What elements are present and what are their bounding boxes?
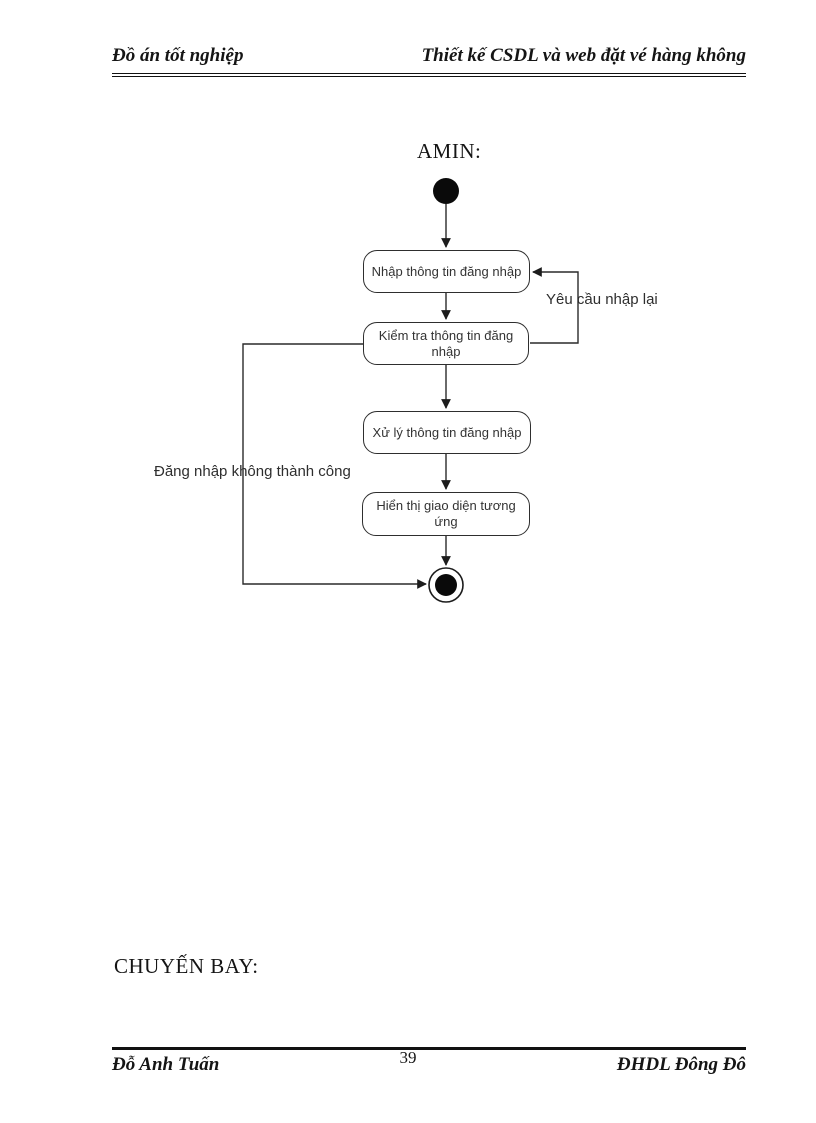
page-footer: Đỗ Anh Tuấn ĐHDL Đông Đô [112,1047,746,1077]
action-node-input: Nhập thông tin đăng nhập [363,250,530,293]
action-node-check: Kiểm tra thông tin đăng nhập [363,322,529,365]
final-node-inner [435,574,457,596]
initial-node [433,178,459,204]
edge-label-fail: Đăng nhập không thành công [154,463,351,480]
action-node-display: Hiển thị giao diện tương ứng [362,492,530,536]
footer-page-number: 39 [399,1048,417,1067]
action-node-process: Xử lý thông tin đăng nhập [363,411,531,454]
section-title-flight: CHUYẾN BAY: [114,954,259,978]
header-left-title: Đồ án tốt nghiệp [112,45,244,66]
footer-author: Đỗ Anh Tuấn [112,1054,220,1075]
header-right-title: Thiết kế CSDL và web đặt vé hàng không [421,45,746,66]
page-header: Đồ án tốt nghiệp Thiết kế CSDL và web đặ… [112,44,746,77]
action-node-input-label: Nhập thông tin đăng nhập [371,263,522,279]
action-node-display-label: Hiển thị giao diện tương ứng [376,498,516,529]
action-node-check-label: Kiểm tra thông tin đăng nhập [378,327,514,359]
section-title-admin: AMIN: [417,139,482,163]
edge-fail-loop [242,343,427,589]
edge-label-retry: Yêu cầu nhập lại [546,291,658,308]
action-node-process-label: Xử lý thông tin đăng nhập [372,424,522,440]
footer-institution: ĐHDL Đông Đô [616,1054,746,1075]
edge-retry-loop [530,267,579,344]
